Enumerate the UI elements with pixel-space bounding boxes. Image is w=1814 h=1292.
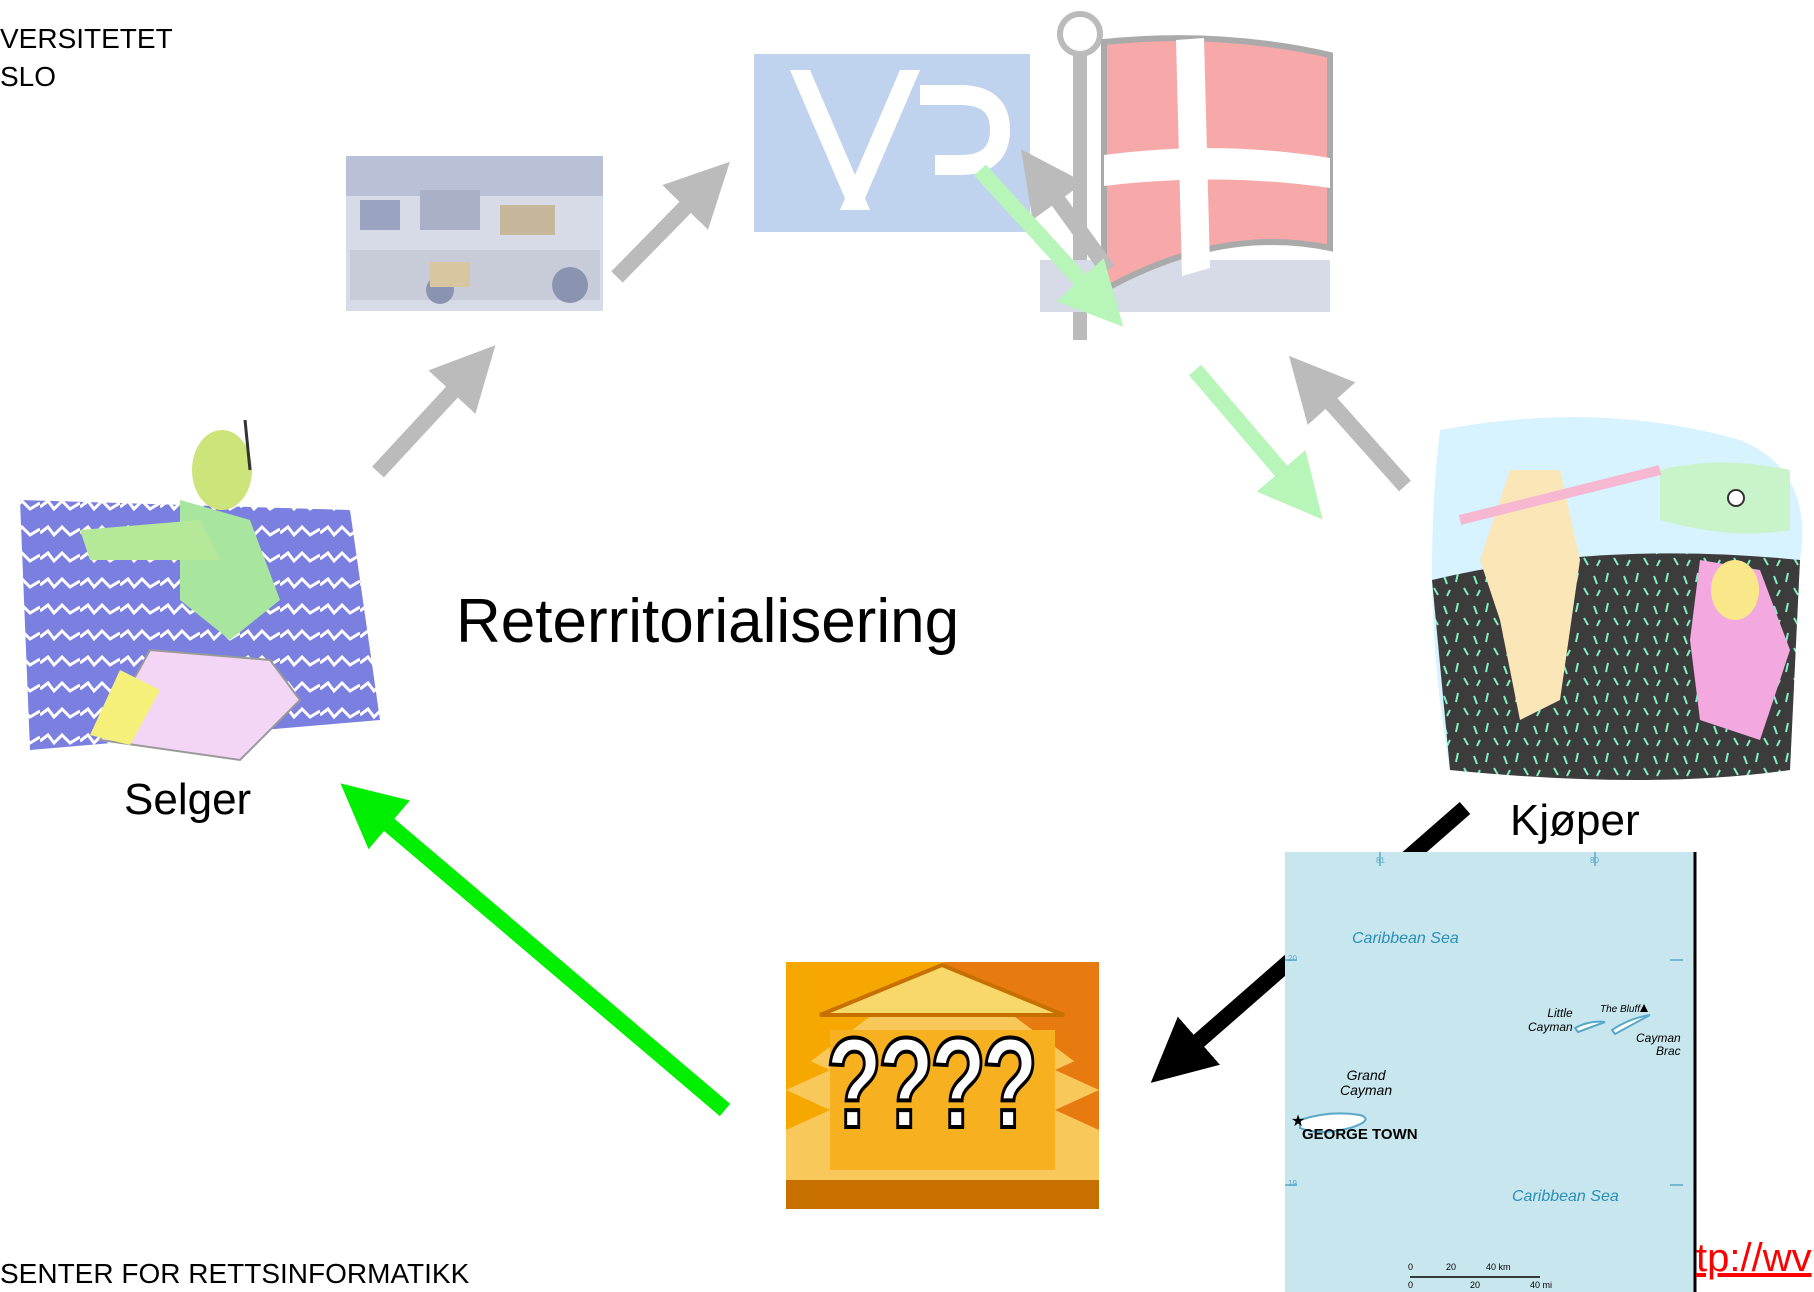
map-label-sea-bottom: Caribbean Sea <box>1512 1188 1619 1205</box>
arrow-flag-to-buyer-green <box>1188 364 1323 520</box>
svg-text:★: ★ <box>1291 1113 1305 1130</box>
arrow-buyer-to-flag <box>1288 355 1411 492</box>
university-line-2: SLO <box>0 61 57 92</box>
url-link[interactable]: tp://wv <box>1696 1236 1812 1280</box>
golfers-clipart <box>1432 417 1803 780</box>
slide-title: Reterritorialisering <box>456 587 960 656</box>
map-tick-lat-top: 20 <box>1288 954 1297 963</box>
map-tick-lon-left: 81 <box>1376 856 1385 865</box>
map-scale-mi0: 0 <box>1408 1280 1414 1290</box>
map-label-the-bluff: The Bluff <box>1600 1004 1641 1015</box>
map-scale-mi40: 40 mi <box>1530 1280 1553 1290</box>
arrow-exchange-to-vp <box>611 161 730 283</box>
bank-building-clipart <box>786 962 1099 1209</box>
map-tick-lat-bottom: 19 <box>1288 1179 1297 1188</box>
university-line-1: VERSITETET <box>0 23 173 54</box>
map-scale-km20: 20 <box>1446 1262 1457 1272</box>
map-tick-lon-right: 80 <box>1590 856 1599 865</box>
bank-question-marks: ???? <box>825 1010 1040 1157</box>
footer-org: SENTER FOR RETTSINFORMATIKK <box>0 1258 470 1289</box>
map-label-capital: GEORGE TOWN <box>1302 1126 1418 1143</box>
arrow-bank-to-seller-green <box>340 783 731 1117</box>
arrow-vp-to-flag-green <box>974 164 1124 327</box>
map-label-sea-top: Caribbean Sea <box>1352 930 1459 947</box>
grand-cayman-island <box>1299 1112 1367 1133</box>
map-scale-km0: 0 <box>1408 1262 1414 1272</box>
buyer-label: Kjøper <box>1510 796 1640 845</box>
little-cayman-island <box>1573 1020 1606 1034</box>
arrow-seller-to-exchange <box>372 345 496 478</box>
map-scale-km40: 40 km <box>1486 1262 1511 1272</box>
vp-logo <box>754 54 1030 232</box>
map-scale-mi20: 20 <box>1470 1280 1481 1290</box>
university-name: VERSITETET SLO <box>0 20 173 96</box>
seller-clipart <box>20 419 380 762</box>
arrow-flag-to-vp <box>1021 149 1115 275</box>
trading-floor-photo <box>346 156 603 311</box>
cayman-brac-island <box>1610 1014 1651 1036</box>
cayman-islands-map: ★ <box>1285 852 1697 1292</box>
seller-label: Selger <box>124 775 252 824</box>
